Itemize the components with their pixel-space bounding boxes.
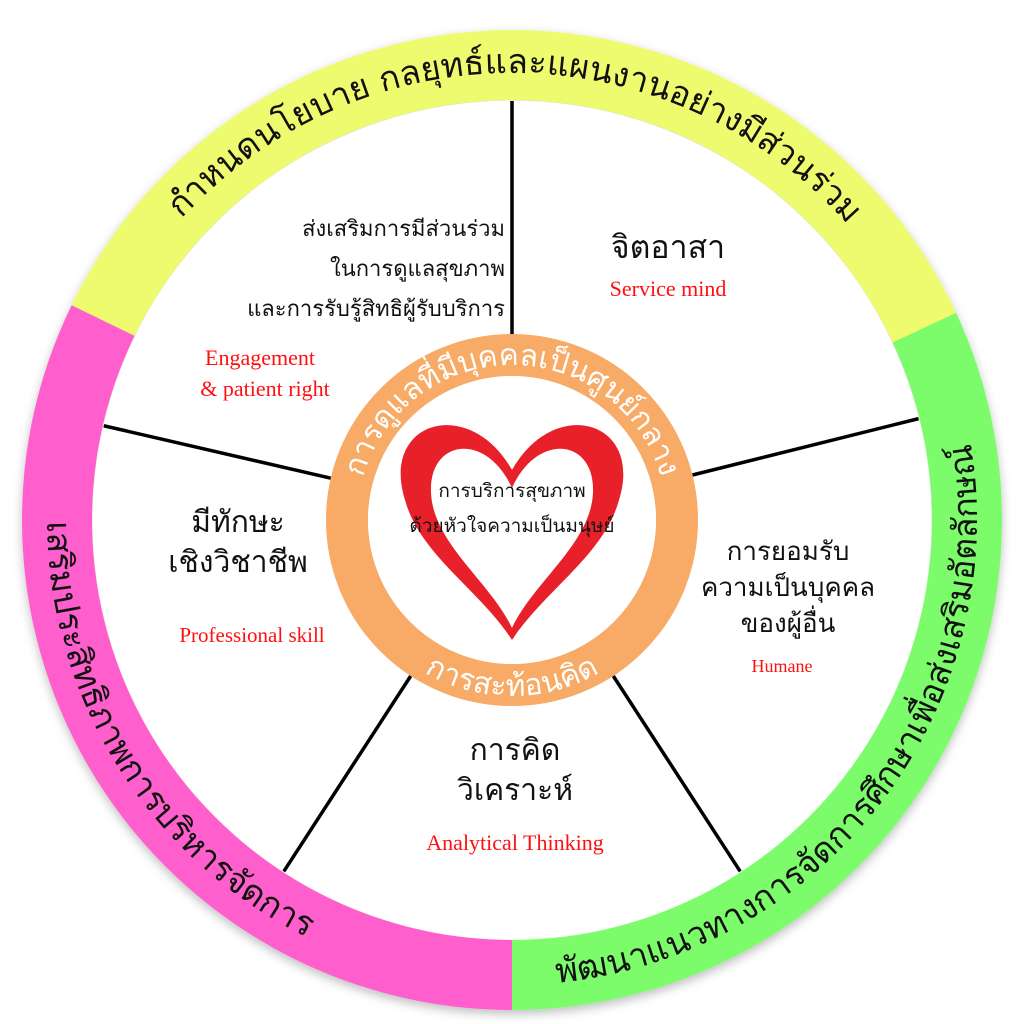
segment-professional-skill: มีทักษะ เชิงวิชาชีพ Professional skill [168,505,325,647]
core-orange-ring [326,334,698,706]
segment-service-mind: จิตอาสา Service mind [610,228,727,301]
segment-thai-line: ในการดูแลสุขภาพ [330,256,505,282]
heart-icon [400,425,624,640]
core-heart-line-1: การบริการสุขภาพ [438,480,585,503]
segment-thai-line: การคิด [470,733,561,768]
segment-english-line: Service mind [610,276,727,301]
segment-divider-line [282,675,413,873]
core-heart-line-2: ด้วยหัวใจความเป็นมนุษย์ [409,513,614,538]
segment-divider-line [103,424,332,480]
segment-engagement: ส่งเสริมการมีส่วนร่วม ในการดูแลสุขภาพ แล… [200,217,505,401]
segment-thai-line: ความเป็นบุคคล [701,571,875,603]
segment-divider-line [611,675,742,873]
segment-thai-line: การยอมรับ [727,537,850,567]
segment-thai-line: ของผู้อื่น [741,605,836,639]
segment-thai-line: วิเคราะห์ [457,773,573,808]
segment-analytical-thinking: การคิด วิเคราะห์ Analytical Thinking [426,733,603,855]
segment-divider-line [692,416,919,477]
segment-english-line: Engagement [205,345,315,370]
outer-ring-segment-education [512,312,1002,1010]
segment-humane: การยอมรับ ความเป็นบุคคล ของผู้อื่น Human… [701,537,875,676]
segment-thai-line: และการรับรู้สิทธิผู้รับบริการ [247,297,505,322]
segment-dividers [103,101,919,873]
segment-thai-line: มีทักษะ [191,505,285,540]
outer-ring-segment-management [22,305,513,1011]
outer-ring-segment-policy [71,29,957,343]
segment-english-line: Humane [752,656,813,676]
segment-thai-line: ส่งเสริมการมีส่วนร่วม [302,217,505,242]
segment-english-line: Professional skill [179,623,324,647]
segment-thai-line: จิตอาสา [611,228,725,266]
segment-thai-line: เชิงวิชาชีพ [168,545,307,580]
segment-english-line: Analytical Thinking [426,830,603,855]
segment-english-line: & patient right [200,376,330,401]
